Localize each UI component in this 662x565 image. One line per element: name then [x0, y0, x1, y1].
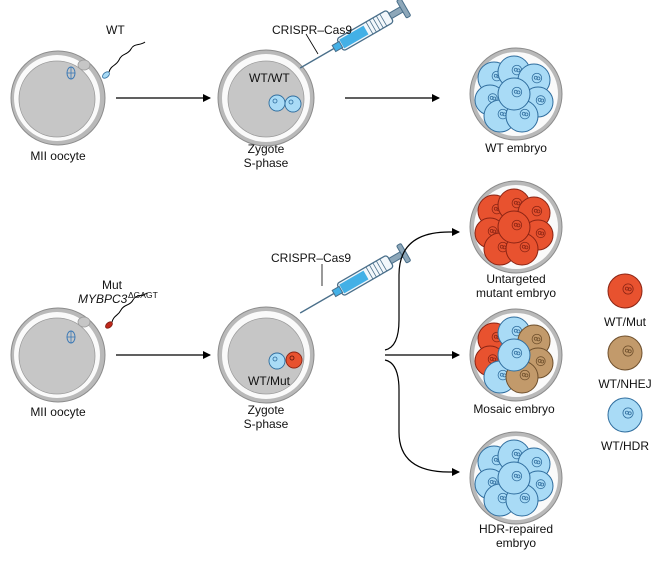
embryo-cells-hdr: [474, 439, 554, 517]
hdr-label-line1: HDR-repaired: [479, 522, 553, 536]
embryo-cells-wt: [474, 55, 554, 133]
legend-item: WT/NHEJ: [598, 335, 652, 391]
mut-deletion-label: ΔGAGT: [128, 290, 158, 300]
wt-sperm-icon: [102, 41, 146, 79]
syringe-icon-top: [294, 0, 412, 78]
spindle-icon: [66, 66, 76, 80]
nhej-cell-icon: [607, 335, 643, 371]
zygote-label-top-line1: Zygote: [248, 142, 285, 156]
oocyte-bottom: [10, 307, 106, 403]
mut-sperm-label: Mut: [102, 278, 123, 292]
zygote-label-bottom-line1: Zygote: [248, 403, 285, 417]
hdr-cell-icon: [607, 397, 643, 433]
zygote-genotype-bottom: WT/Mut: [248, 374, 291, 388]
zygote-label-top-line2: S-phase: [244, 156, 289, 170]
embryo-cell: [497, 210, 531, 244]
legend-item: WT/HDR: [601, 397, 649, 453]
legend-item: WT/Mut: [604, 273, 647, 329]
legend-label: WT/NHEJ: [598, 377, 651, 391]
zygote-top: [217, 49, 315, 147]
oocyte-top: [10, 50, 106, 146]
untargeted-mutant-embryo: [469, 180, 563, 274]
untargeted-label-line1: Untargeted: [486, 272, 545, 286]
embryo-cell: [497, 77, 531, 111]
spindle-icon: [66, 330, 76, 344]
untargeted-label-line2: mutant embryo: [476, 286, 556, 300]
zygote-genotype-top: WT/WT: [249, 71, 290, 85]
embryo-cell: [497, 461, 531, 495]
oocyte-label-top: MII oocyte: [30, 149, 86, 163]
crispr-label-top: CRISPR–Cas9: [272, 23, 352, 37]
legend-label: WT/Mut: [604, 315, 647, 329]
embryo-cell: [497, 338, 531, 372]
mosaic-embryo: [469, 308, 563, 402]
wt-sperm-label: WT: [106, 23, 125, 37]
hdr-label-line2: embryo: [496, 536, 536, 550]
legend-label: WT/HDR: [601, 439, 649, 453]
branch-arrows: [384, 228, 460, 476]
wt-embryo-label: WT embryo: [485, 141, 547, 155]
mosaic-label: Mosaic embryo: [473, 402, 555, 416]
mutant-cell-icon: [607, 273, 643, 309]
hdr-repaired-embryo: [469, 431, 563, 525]
hdr-cell-icon: [607, 397, 643, 433]
zygote-label-bottom-line2: S-phase: [244, 417, 289, 431]
crispr-label-bottom: CRISPR–Cas9: [271, 251, 351, 265]
mut-gene-label: MYBPC3: [78, 292, 128, 306]
nhej-cell-icon: [607, 335, 643, 371]
mutant-cell-icon: [607, 273, 643, 309]
wt-embryo: [469, 47, 563, 141]
oocyte-label-bottom: MII oocyte: [30, 405, 86, 419]
embryo-cells-mosaic: [474, 316, 554, 394]
zygote-bottom: [217, 306, 315, 404]
mut-sperm-icon: [105, 292, 148, 329]
embryo-cells-mutant: [474, 188, 554, 266]
